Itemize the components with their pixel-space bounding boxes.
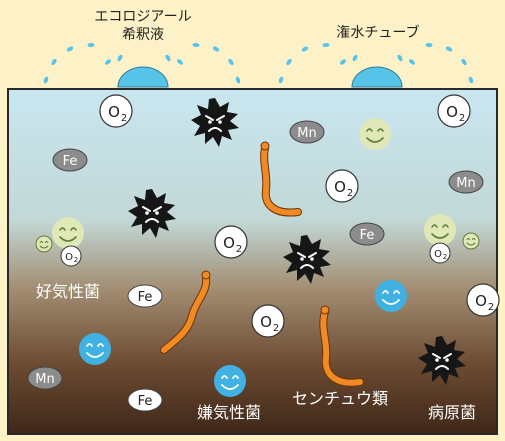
mn-chip: Mn [448,170,484,194]
aerobic-bacteria-icon [423,213,457,247]
fe-chip: Fe [127,284,163,308]
svg-text:Fe: Fe [138,394,153,409]
anaerobic-bacteria-icon [213,364,247,398]
svg-text:O: O [65,252,73,263]
pathogen-label: 病原菌 [428,403,476,422]
svg-text:O: O [434,249,442,260]
nematode-label: センチュウ類 [292,389,388,408]
mn-chip: Mn [27,366,63,390]
fe-chip: Fe [349,222,385,246]
o2-chip [437,94,471,128]
soil-panel [7,88,498,435]
dilution-label-line1: エコロジアール [94,9,191,25]
anaerobic-label: 嫌気性菌 [197,403,261,422]
svg-text:Fe: Fe [360,228,375,243]
aerobic-bacteria-small-icon [35,235,53,253]
fe-chip: Fe [127,388,163,412]
o2-chip [214,225,248,259]
o2-chip [99,94,133,128]
o2-chip [325,169,359,203]
svg-text:Mn: Mn [35,372,54,387]
svg-text:Fe: Fe [63,154,78,169]
tube-drop-left [117,66,169,88]
tube-drop-right [351,66,403,88]
anaerobic-bacteria-icon [78,332,112,366]
spray-left [43,42,241,84]
aerobic-bacteria-small-icon [462,232,480,250]
aerobic-label: 好気性菌 [36,282,100,301]
svg-text:Fe: Fe [138,290,153,305]
mn-chip: Mn [289,120,325,144]
spray-right [278,42,474,84]
svg-text:Mn: Mn [456,176,475,191]
svg-text:Mn: Mn [297,126,316,141]
aerobic-bacteria-icon [358,117,392,151]
fe-chip: Fe [52,148,88,172]
nematode-icon [319,305,364,387]
dilution-label-line2: 希釈液 [122,27,164,43]
svg-text:2: 2 [74,256,78,264]
irrigation-tube-label: 潅水チューブ [336,24,419,41]
o2-chip [251,304,285,338]
o2-chip [466,283,500,317]
svg-text:2: 2 [443,253,447,261]
nematode-icon [260,141,302,217]
aerobic-bacteria-icon [51,216,85,250]
anaerobic-bacteria-icon [374,279,408,313]
nematode-icon [160,270,211,354]
